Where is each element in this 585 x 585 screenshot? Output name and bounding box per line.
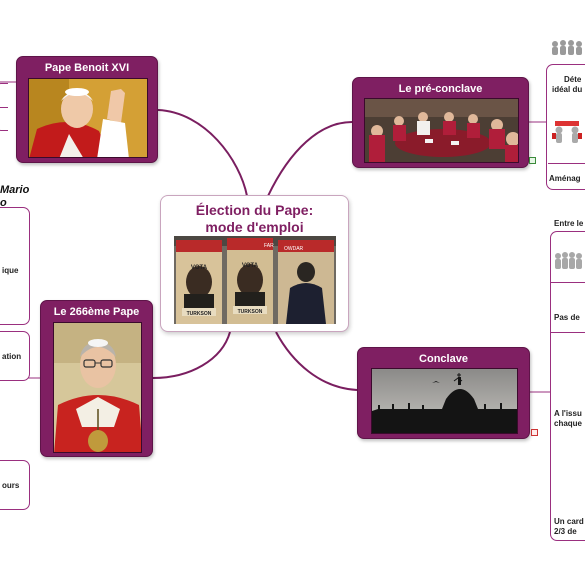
svg-text:FAR: FAR bbox=[264, 243, 274, 249]
node-pape-benoit-title: Pape Benoit XVI bbox=[44, 62, 130, 74]
conclave-item-2[interactable]: Pas de bbox=[554, 313, 580, 322]
conclave-item-1[interactable]: Entre le bbox=[554, 219, 584, 228]
left-item-c[interactable]: ours bbox=[2, 481, 20, 490]
pre-conclave-subtopics-bracket bbox=[546, 64, 585, 190]
central-topic[interactable]: Élection du Pape: mode d'emploi VOTA TUR… bbox=[160, 195, 349, 332]
central-topic-title: Élection du Pape: mode d'emploi bbox=[195, 202, 314, 235]
svg-text:VOTA: VOTA bbox=[191, 265, 208, 271]
svg-text:TURKSON: TURKSON bbox=[187, 311, 212, 317]
bergoglio-subtopics-bracket-3 bbox=[0, 460, 30, 510]
benoit-subtopic-line bbox=[0, 107, 8, 108]
node-conclave-title: Conclave bbox=[419, 353, 468, 365]
pre-conclave-item-divider bbox=[548, 163, 585, 164]
bergoglio-name-label[interactable]: Mario o bbox=[0, 184, 30, 209]
conclave-item-3[interactable]: A l'issu chaque bbox=[554, 409, 583, 428]
conclave-item-divider-2 bbox=[550, 332, 585, 333]
svg-text:VOTA: VOTA bbox=[242, 263, 259, 269]
node-pre-conclave[interactable]: Le pré-conclave bbox=[352, 77, 529, 168]
svg-text:OWDAR: OWDAR bbox=[284, 246, 304, 252]
node-pape-266-title: Le 266ème Pape bbox=[53, 306, 140, 318]
bergoglio-subtopics-bracket-2 bbox=[0, 331, 30, 381]
people-group-icon bbox=[552, 40, 582, 55]
pre-conclave-item-1[interactable]: Déte idéal du bbox=[552, 75, 583, 94]
pre-conclave-item-2[interactable]: Aménag bbox=[549, 174, 581, 183]
conclave-subtopics-bracket bbox=[550, 231, 585, 541]
st-peters-silhouette-photo bbox=[371, 368, 518, 434]
left-item-a[interactable]: ique bbox=[2, 266, 19, 275]
conclave-note-icon[interactable] bbox=[531, 429, 538, 436]
benoit-subtopics-bracket bbox=[0, 83, 8, 131]
conclave-item-4[interactable]: Un card 2/3 de bbox=[554, 517, 584, 536]
conclave-item-divider-1 bbox=[550, 282, 585, 283]
francis-portrait-photo bbox=[53, 322, 142, 453]
left-item-b[interactable]: ation bbox=[2, 352, 22, 361]
node-conclave[interactable]: Conclave bbox=[357, 347, 530, 439]
cardinals-meeting-photo bbox=[364, 98, 519, 163]
meeting-figures-icon bbox=[552, 121, 582, 143]
cardinals-group-icon bbox=[555, 252, 582, 269]
election-posters-photo: VOTA TURKSON VOTA TURKSON FAR bbox=[174, 236, 336, 324]
node-pape-266[interactable]: Le 266ème Pape bbox=[40, 300, 153, 457]
bergoglio-subtopics-bracket-1 bbox=[0, 207, 30, 325]
benoit-portrait-photo bbox=[28, 78, 148, 158]
node-pape-benoit[interactable]: Pape Benoit XVI bbox=[16, 56, 158, 163]
pre-conclave-note-icon[interactable] bbox=[529, 157, 536, 164]
node-pre-conclave-title: Le pré-conclave bbox=[398, 83, 483, 95]
svg-text:TURKSON: TURKSON bbox=[238, 309, 263, 315]
